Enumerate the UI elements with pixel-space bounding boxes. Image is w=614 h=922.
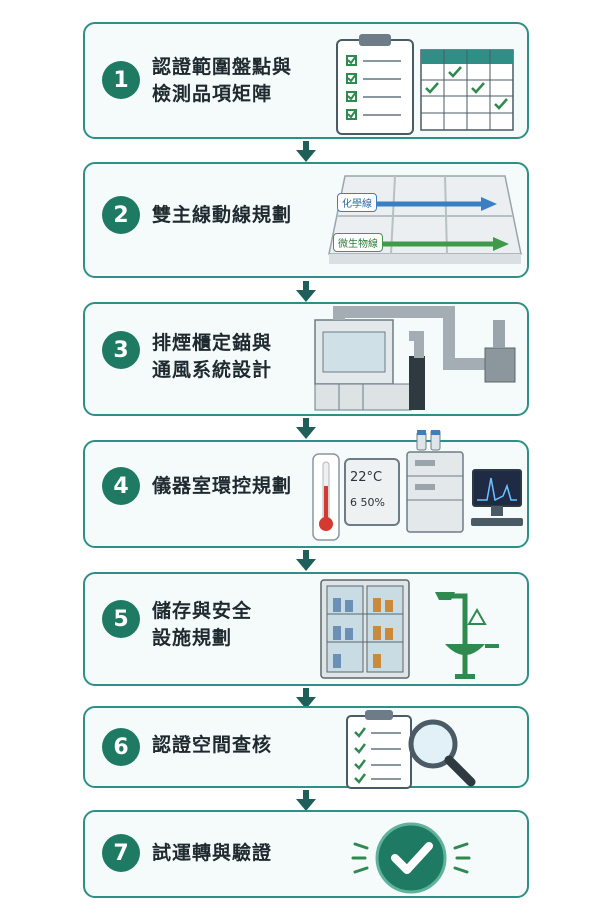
arrow-down-icon (296, 790, 316, 811)
step-5-title-line-1: 儲存與安全 (152, 600, 253, 622)
fume-hood-duct-icon (314, 306, 516, 411)
step-4-title: 儀器室環控規劃 (152, 473, 292, 500)
step-5-number: 5 (102, 600, 140, 638)
step-7-number: 7 (102, 834, 140, 872)
step-3-number: 3 (102, 331, 140, 369)
step-3-title-line-1: 排煙櫃定錨與 (152, 332, 273, 354)
step-4-number: 4 (102, 467, 140, 505)
arrow-down-icon (296, 550, 316, 571)
arrow-down-icon (296, 141, 316, 162)
step-3-title-line-2: 通風系統設計 (152, 359, 273, 381)
step-1-number: 1 (102, 61, 140, 99)
check-circle-icon (351, 822, 471, 894)
arrow-down-icon (296, 688, 316, 709)
step-7-title: 試運轉與驗證 (152, 840, 272, 867)
step-1-title-line-2: 檢測品項矩陣 (152, 83, 273, 105)
humidity-readout: 6 50% (350, 496, 385, 509)
temperature-readout: 22°C (350, 470, 383, 485)
audit-checklist-magnifier-icon (346, 710, 476, 789)
step-3-card: 3 排煙櫃定錨與 通風系統設計 (83, 302, 529, 416)
arrow-down-icon (296, 418, 316, 439)
storage-cabinet-icon (320, 579, 410, 679)
step-5-title: 儲存與安全 設施規劃 (152, 598, 252, 652)
step-6-title: 認證空間查核 (152, 732, 272, 759)
step-4-title-line-1: 儀器室環控規劃 (152, 475, 293, 497)
step-5-card: 5 儲存與安全 設施規劃 (83, 572, 529, 686)
step-5-title-line-2: 設施規劃 (152, 627, 233, 649)
step-4-card: 4 儀器室環控規劃 22°C 6 50% (83, 430, 529, 548)
step-1-title: 認證範圍盤點與 檢測品項矩陣 (152, 54, 292, 108)
emergency-shower-eyewash-icon (435, 592, 499, 679)
microbiology-flow-label: 微生物線 (333, 233, 383, 252)
step-1-card: 1 認證範圍盤點與 檢測品項矩陣 (83, 22, 529, 139)
lab-instrument-icon (406, 430, 523, 533)
step-2-card: 2 雙主線動線規劃 化學線 微生物線 (83, 162, 529, 278)
chemistry-flow-label: 化學線 (337, 193, 377, 212)
step-2-number: 2 (102, 196, 140, 234)
step-7-title-line-1: 試運轉與驗證 (152, 842, 273, 864)
checklist-matrix-icon (336, 34, 514, 135)
step-2-title: 雙主線動線規劃 (152, 202, 292, 229)
step-6-card: 6 認證空間查核 (83, 706, 529, 789)
step-6-title-line-1: 認證空間查核 (152, 734, 273, 756)
thermometer-icon (312, 453, 340, 541)
step-1-title-line-1: 認證範圍盤點與 (152, 56, 293, 78)
floor-plan-flow-icon (328, 175, 522, 264)
step-6-number: 6 (102, 728, 140, 766)
step-7-card: 7 試運轉與驗證 (83, 810, 529, 898)
arrow-down-icon (296, 281, 316, 302)
step-2-title-line-1: 雙主線動線規劃 (152, 204, 293, 226)
step-3-title: 排煙櫃定錨與 通風系統設計 (152, 330, 272, 384)
environment-monitor: 22°C 6 50% (344, 458, 400, 526)
